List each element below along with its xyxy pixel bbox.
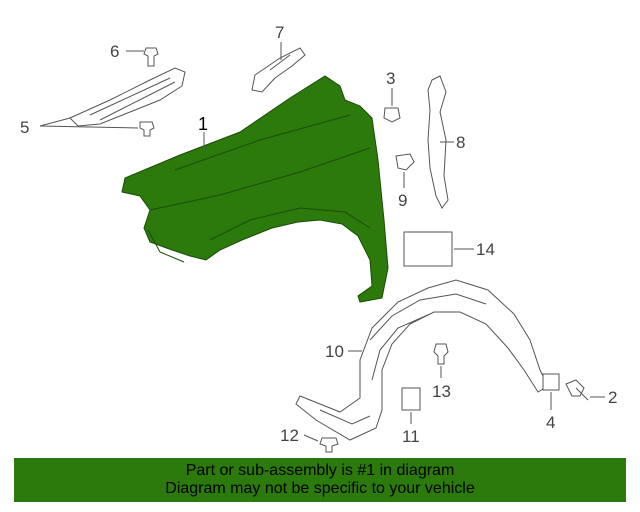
callout-8: 8 bbox=[456, 133, 465, 152]
callout-6: 6 bbox=[110, 42, 119, 61]
part-13-clip bbox=[433, 343, 449, 365]
callout-10: 10 bbox=[325, 342, 344, 361]
callout-7: 7 bbox=[275, 23, 284, 42]
leader-5 bbox=[39, 117, 71, 127]
notice-line-2: Diagram may not be specific to your vehi… bbox=[165, 480, 475, 497]
leader-5b bbox=[39, 125, 139, 129]
callout-3: 3 bbox=[386, 69, 395, 88]
part-1-fender bbox=[121, 75, 389, 303]
part-5-clip bbox=[139, 121, 155, 137]
part-3-clip bbox=[383, 107, 401, 123]
callout-12: 12 bbox=[280, 426, 299, 445]
part-7-bracket bbox=[251, 47, 306, 93]
callout-13: 13 bbox=[432, 382, 451, 401]
part-6-clip bbox=[143, 47, 159, 67]
part-10-fender-liner bbox=[295, 279, 549, 441]
callout-4: 4 bbox=[546, 413, 555, 432]
callout-2: 2 bbox=[608, 388, 617, 407]
diagram-notice-banner: Part or sub-assembly is #1 in diagram Di… bbox=[14, 458, 626, 502]
part-5-apron-brace bbox=[69, 67, 186, 127]
notice-line-1: Part or sub-assembly is #1 in diagram bbox=[185, 462, 455, 479]
callout-5: 5 bbox=[20, 118, 29, 137]
callout-1: 1 bbox=[198, 114, 208, 134]
leader-12 bbox=[303, 434, 319, 442]
part-8-bracket bbox=[427, 75, 449, 209]
part-12-pin bbox=[319, 437, 339, 453]
part-9-clip bbox=[395, 153, 415, 171]
part-4-nut bbox=[542, 373, 560, 391]
part-11-retainer bbox=[401, 387, 421, 411]
callout-9: 9 bbox=[398, 191, 407, 210]
callout-14: 14 bbox=[476, 240, 495, 259]
part-2-bolt bbox=[565, 379, 589, 401]
callout-11: 11 bbox=[402, 427, 420, 446]
part-14-label bbox=[403, 231, 453, 267]
